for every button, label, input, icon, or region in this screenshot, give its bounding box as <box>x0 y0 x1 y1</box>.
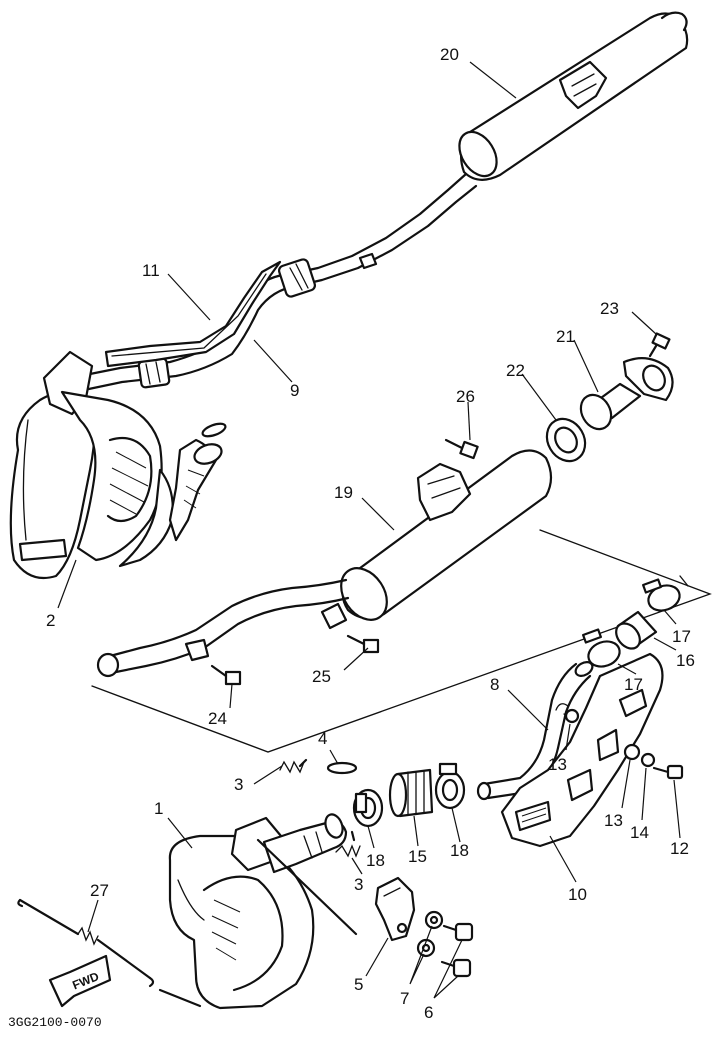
silencer-20 <box>458 11 689 181</box>
sleeve-16 <box>615 610 658 650</box>
bolt-6-b <box>440 958 472 978</box>
callout-26: 26 <box>456 387 475 406</box>
washer-14 <box>640 752 656 768</box>
clamp-18-right <box>434 762 466 810</box>
callout-17-upper: 17 <box>672 627 691 646</box>
callout-6: 6 <box>424 1003 433 1022</box>
callout-14: 14 <box>630 823 649 842</box>
callout-11: 11 <box>142 261 160 280</box>
callout-5: 5 <box>354 975 363 994</box>
callout-12: 12 <box>670 839 689 858</box>
callout-3-lower: 3 <box>354 875 363 894</box>
callout-25: 25 <box>312 667 331 686</box>
clamp-18-left <box>352 788 384 828</box>
pipe-9-upper <box>288 172 468 276</box>
nut-13-a <box>564 708 580 724</box>
joint-15 <box>388 768 434 818</box>
bolt-26 <box>444 438 479 460</box>
silencer-19 <box>320 449 553 630</box>
callout-1: 1 <box>154 799 163 818</box>
callout-15: 15 <box>408 847 427 866</box>
bolt-6-a <box>442 922 474 942</box>
clamp-17-upper <box>642 578 681 612</box>
callout-24: 24 <box>208 709 227 728</box>
heat-guard-10 <box>500 652 664 848</box>
bolt-24 <box>210 664 242 686</box>
bolt-25 <box>346 634 380 654</box>
callout-4: 4 <box>318 729 327 748</box>
callout-21: 21 <box>556 327 575 346</box>
assembly-frame <box>91 529 712 753</box>
callout-13-a: 13 <box>548 755 567 774</box>
spring-3-lower <box>335 830 361 858</box>
o-ring-4 <box>326 761 358 775</box>
bolt-12 <box>652 764 684 780</box>
callout-18-right: 18 <box>450 841 469 860</box>
nut-13-b <box>623 743 641 761</box>
callout-27: 27 <box>90 881 109 900</box>
callout-20: 20 <box>440 45 459 64</box>
fwd-arrow-icon: FWD <box>48 954 112 1008</box>
callout-3-upper: 3 <box>234 775 243 794</box>
callout-9: 9 <box>290 381 299 400</box>
spring-27 <box>17 898 155 988</box>
spring-3-upper <box>279 758 308 774</box>
callout-10: 10 <box>568 885 587 904</box>
exhaust-chamber-1 <box>168 813 358 1010</box>
callout-23: 23 <box>600 299 619 318</box>
flange-21 <box>579 357 674 431</box>
drawing-code: 3GG2100-0070 <box>8 1015 102 1030</box>
heat-shield-11 <box>104 260 282 368</box>
upper-exhaust-assembly <box>9 11 689 580</box>
callout-22: 22 <box>506 361 525 380</box>
callout-17-lower: 17 <box>624 675 643 694</box>
callout-19: 19 <box>334 483 353 502</box>
middle-exhaust-assembly <box>96 332 681 686</box>
expansion-chamber-2 <box>9 350 227 580</box>
lower-exhaust-assembly: FWD <box>17 652 684 1010</box>
clamp-17-lower <box>582 628 621 668</box>
callout-7: 7 <box>400 989 409 1008</box>
bracket-5 <box>374 876 416 942</box>
callout-8: 8 <box>490 675 499 694</box>
callout-18-left: 18 <box>366 851 385 870</box>
callout-labels: 20 11 9 23 21 22 26 19 2 17 16 17 25 24 … <box>46 45 695 1022</box>
pipe-clamp-upper <box>137 258 317 389</box>
callout-13-b: 13 <box>604 811 623 830</box>
callout-16: 16 <box>676 651 695 670</box>
callout-2: 2 <box>46 611 55 630</box>
leader-lines <box>57 61 681 999</box>
bolt-23 <box>648 332 671 358</box>
